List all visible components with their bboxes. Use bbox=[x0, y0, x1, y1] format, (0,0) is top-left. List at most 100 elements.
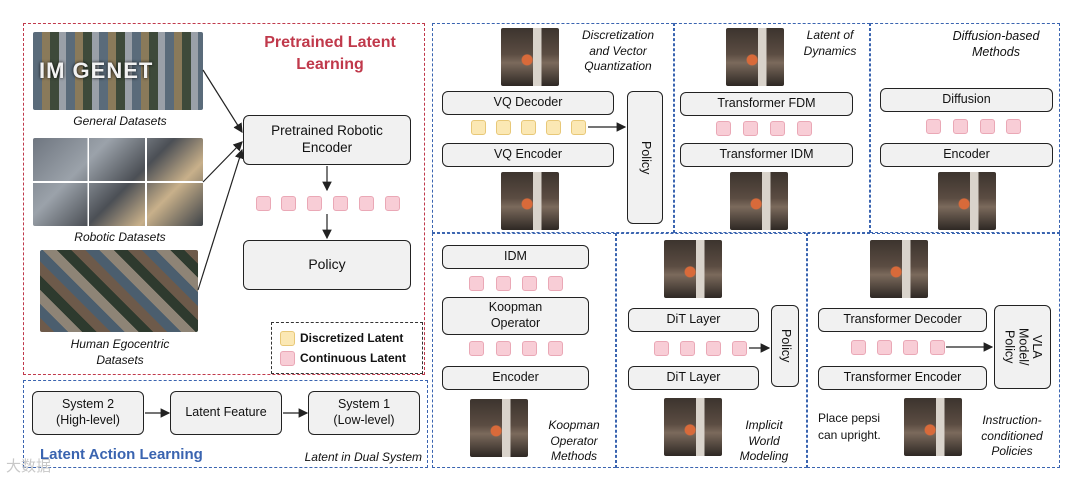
continuous-latent-token bbox=[307, 196, 322, 211]
dynamics-top-image bbox=[726, 28, 784, 86]
system1-box: System 1 (Low-level) bbox=[308, 391, 420, 435]
continuous-latent-token bbox=[522, 276, 537, 291]
latent-action-title: Latent Action Learning bbox=[40, 446, 203, 463]
vq-caption: Discretization and Vector Quantization bbox=[581, 28, 655, 74]
dual-system-caption: Latent in Dual System bbox=[304, 450, 422, 464]
continuous-latent-token bbox=[469, 341, 484, 356]
legend-panel bbox=[271, 322, 423, 374]
continuous-latent-token bbox=[706, 341, 721, 356]
discretized-legend-label: Discretized Latent bbox=[300, 331, 404, 345]
continuous-latent-token bbox=[496, 341, 511, 356]
diffusion-box: Diffusion bbox=[880, 88, 1053, 112]
instruction-caption: Instruction- conditioned Policies bbox=[981, 413, 1043, 459]
vq-encoder-box: VQ Encoder bbox=[442, 143, 614, 167]
vq-bottom-image bbox=[501, 172, 559, 230]
instruction-text: Place pepsi can upright. bbox=[818, 411, 881, 442]
continuous-legend-label: Continuous Latent bbox=[300, 351, 406, 365]
diffusion-caption: Diffusion-based Methods bbox=[952, 29, 1040, 60]
implicit-caption: Implicit World Modeling bbox=[739, 418, 789, 464]
koopman-caption: Koopman Operator Methods bbox=[548, 418, 600, 464]
diffusion-bottom-image bbox=[938, 172, 996, 230]
koopman-panel bbox=[432, 233, 616, 468]
continuous-latent-token bbox=[903, 340, 918, 355]
transformer-fdm-box: Transformer FDM bbox=[680, 92, 853, 116]
continuous-latent-token bbox=[716, 121, 731, 136]
watermark: 大数据 bbox=[6, 458, 52, 475]
continuous-latent-token bbox=[851, 340, 866, 355]
continuous-latent-token bbox=[680, 341, 695, 356]
continuous-latent-token bbox=[770, 121, 785, 136]
koopman-bottom-image bbox=[470, 399, 528, 457]
discretized-latent-token bbox=[546, 120, 561, 135]
continuous-latent-token bbox=[926, 119, 941, 134]
imagenet-logo-text: IM GENET bbox=[39, 58, 154, 83]
discretized-latent-token bbox=[571, 120, 586, 135]
arrow-egocentric-to-encoder bbox=[197, 148, 245, 291]
robotic-datasets-image bbox=[33, 138, 203, 226]
system2-box: System 2 (High-level) bbox=[32, 391, 144, 435]
continuous-latent-token bbox=[877, 340, 892, 355]
vq-top-image bbox=[501, 28, 559, 86]
latent-feature-box: Latent Feature bbox=[170, 391, 282, 435]
instruction-bottom-image bbox=[904, 398, 962, 456]
continuous-latent-token bbox=[469, 276, 484, 291]
discretized-latent-token bbox=[521, 120, 536, 135]
continuous-latent-token bbox=[281, 196, 296, 211]
continuous-latent-token bbox=[743, 121, 758, 136]
continuous-latent-token bbox=[732, 341, 747, 356]
vla-model-policy-box: VLA Model/ Policy bbox=[994, 305, 1051, 389]
continuous-latent-token bbox=[654, 341, 669, 356]
continuous-latent-token bbox=[548, 276, 563, 291]
implicit-top-image bbox=[664, 240, 722, 298]
continuous-latent-token bbox=[980, 119, 995, 134]
diffusion-panel bbox=[870, 23, 1060, 233]
continuous-latent-token bbox=[359, 196, 374, 211]
continuous-latent-token bbox=[548, 341, 563, 356]
continuous-latent-token bbox=[522, 341, 537, 356]
koopman-idm-box: IDM bbox=[442, 245, 589, 269]
continuous-latent-token bbox=[953, 119, 968, 134]
dynamics-panel bbox=[674, 23, 870, 233]
continuous-latent-token bbox=[1006, 119, 1021, 134]
dynamics-bottom-image bbox=[730, 172, 788, 230]
implicit-panel bbox=[616, 233, 807, 468]
pretrained-latent-panel bbox=[23, 23, 425, 375]
continuous-latent-token bbox=[496, 276, 511, 291]
vq-panel bbox=[432, 23, 674, 233]
continuous-latent-token bbox=[797, 121, 812, 136]
continuous-latent-token bbox=[256, 196, 271, 211]
discretized-legend-swatch bbox=[280, 331, 295, 346]
continuous-legend-swatch bbox=[280, 351, 295, 366]
dit-layer-bottom-box: DiT Layer bbox=[628, 366, 759, 390]
transformer-idm-box: Transformer IDM bbox=[680, 143, 853, 167]
arrow-robotic-to-encoder bbox=[202, 141, 243, 183]
continuous-latent-token bbox=[385, 196, 400, 211]
transformer-encoder-box: Transformer Encoder bbox=[818, 366, 987, 390]
latent-action-panel bbox=[23, 380, 428, 468]
discretized-latent-token bbox=[471, 120, 486, 135]
discretized-latent-token bbox=[496, 120, 511, 135]
koopman-operator-box: Koopman Operator bbox=[442, 297, 589, 335]
continuous-latent-token bbox=[333, 196, 348, 211]
instruction-top-image bbox=[870, 240, 928, 298]
robotic-datasets-label: Robotic Datasets bbox=[74, 230, 166, 244]
dynamics-caption: Latent of Dynamics bbox=[803, 28, 857, 58]
vq-policy-box: Policy bbox=[627, 91, 663, 224]
implicit-policy-box: Policy bbox=[771, 305, 799, 387]
general-datasets-label: General Datasets bbox=[73, 114, 167, 128]
instruction-panel bbox=[807, 233, 1060, 468]
pretrained-robotic-encoder: Pretrained Robotic Encoder bbox=[243, 115, 411, 165]
implicit-bottom-image bbox=[664, 398, 722, 456]
egocentric-datasets-image bbox=[40, 250, 198, 332]
koopman-encoder-box: Encoder bbox=[442, 366, 589, 390]
left-policy-box: Policy bbox=[243, 240, 411, 290]
transformer-decoder-box: Transformer Decoder bbox=[818, 308, 987, 332]
vq-decoder-box: VQ Decoder bbox=[442, 91, 614, 115]
continuous-latent-token bbox=[930, 340, 945, 355]
dit-layer-top-box: DiT Layer bbox=[628, 308, 759, 332]
arrow-general-to-encoder bbox=[202, 69, 243, 134]
egocentric-datasets-label: Human Egocentric Datasets bbox=[70, 337, 170, 367]
diffusion-encoder-box: Encoder bbox=[880, 143, 1053, 167]
pretrained-title: Pretrained Latent Learning bbox=[264, 34, 396, 73]
